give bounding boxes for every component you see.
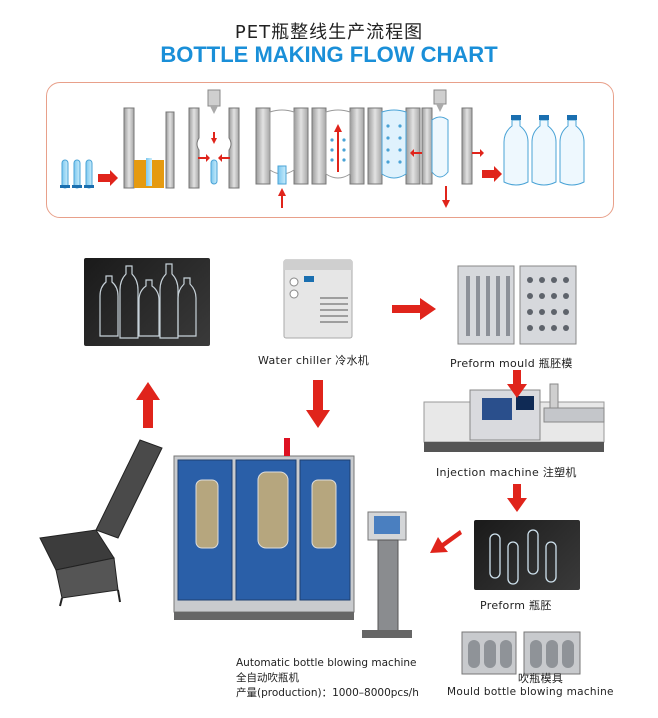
preform-mould-image — [457, 265, 577, 345]
blowing-machine-production: 产量(production)：1000–8000pcs/h — [236, 687, 419, 699]
control-panel-icon — [362, 511, 412, 638]
preform-hopper-icon — [39, 439, 163, 607]
arrow-down-icon — [306, 380, 330, 428]
process-diagram-frame — [46, 82, 614, 218]
blowing-mould-image — [461, 631, 581, 675]
finished-bottles-icon — [503, 119, 585, 186]
page-title-cn: PET瓶整线生产流程图 — [234, 22, 424, 43]
blow-stage-icon — [367, 107, 421, 185]
preforms-icon — [60, 159, 94, 189]
blowing-machine-image — [39, 438, 412, 638]
arrow-down-icon — [507, 484, 527, 512]
heater-icon — [123, 107, 175, 189]
bottles-photo — [84, 258, 210, 346]
stretch-stage-icon — [311, 107, 365, 185]
mould-stage-closed-icon — [255, 107, 309, 208]
mould-stage-open-icon — [188, 89, 240, 189]
caption-preform-mould: Preform mould 瓶胚模 — [450, 357, 573, 370]
blowing-machine-name-cn: 全自动吹瓶机 — [236, 672, 299, 684]
caption-mould-bottle-blowing: Mould bottle blowing machine — [447, 686, 614, 698]
arrow-right-icon — [482, 166, 502, 182]
arrow-up-icon — [136, 382, 160, 428]
arrow-right-icon — [98, 170, 118, 186]
caption-preform: Preform 瓶胚 — [480, 599, 552, 612]
caption-injection-machine: Injection machine 注塑机 — [436, 466, 577, 479]
water-chiller-image — [283, 259, 353, 339]
caption-mould-cn: 吹瓶模具 — [518, 672, 564, 685]
injection-machine-image — [423, 383, 605, 452]
arrow-down-left-icon — [430, 530, 462, 553]
caption-water-chiller: Water chiller 冷水机 — [258, 354, 370, 367]
preform-photo — [474, 520, 580, 590]
arrow-right-icon — [392, 298, 436, 320]
release-stage-icon — [410, 89, 484, 208]
arrow-down-icon — [507, 370, 527, 398]
page-title-en: BOTTLE MAKING FLOW CHART — [160, 42, 498, 67]
process-diagram — [60, 89, 585, 208]
blowing-machine-name-en: Automatic bottle blowing machine — [236, 657, 417, 669]
machine-body-icon — [173, 438, 355, 620]
blowing-machine-info: Automatic bottle blowing machine 全自动吹瓶机 … — [236, 656, 419, 701]
